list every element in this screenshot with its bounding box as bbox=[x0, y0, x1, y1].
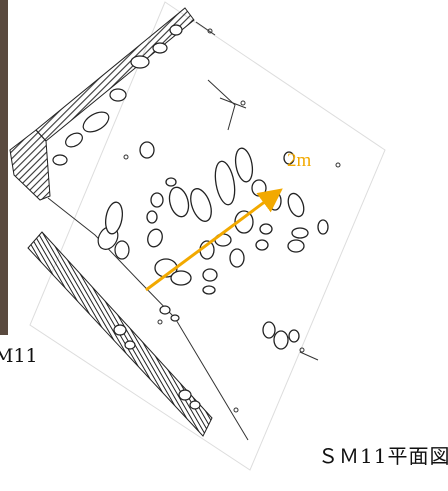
trench-lines bbox=[47, 21, 319, 441]
caption-fragment: M11 bbox=[0, 345, 38, 367]
figure-caption: ＳＭ11平面図 bbox=[318, 444, 448, 468]
scale-label: 2m bbox=[287, 150, 312, 171]
survey-marks bbox=[123, 28, 341, 413]
scale-arrow bbox=[145, 188, 283, 292]
wall-stones bbox=[52, 24, 201, 410]
paper-sheet bbox=[29, 1, 386, 471]
upper-wall bbox=[9, 7, 195, 201]
photo-strip bbox=[0, 0, 8, 335]
